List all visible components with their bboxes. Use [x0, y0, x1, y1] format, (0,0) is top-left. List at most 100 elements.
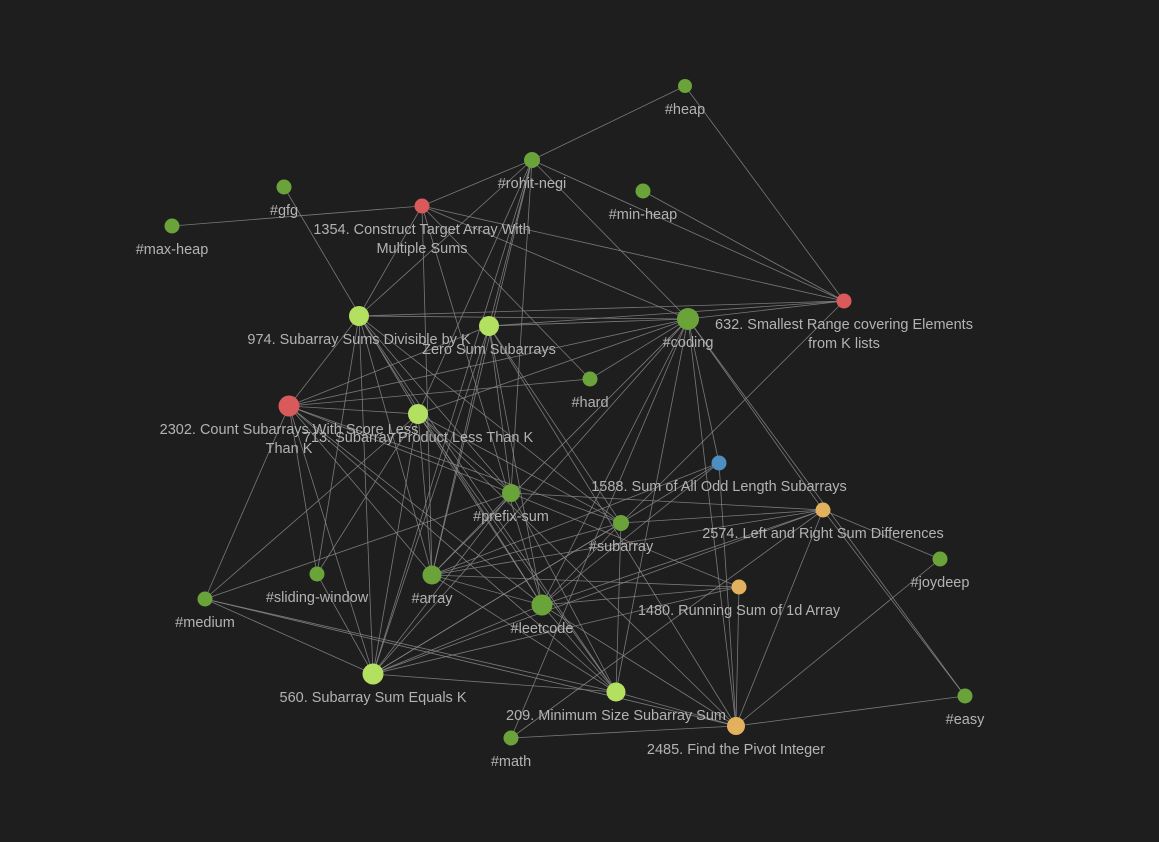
node-dot[interactable] [582, 371, 598, 387]
edge-p713-subarray [417, 413, 622, 524]
node-dot[interactable] [932, 551, 948, 567]
node-dot[interactable] [678, 79, 692, 93]
edge-medium-p2485 [204, 598, 737, 727]
node-label-line: Zero Sum Subarrays [422, 342, 556, 358]
graph-node-p713[interactable]: 713. Subarray Product Less Than K [303, 404, 534, 446]
graph-node-easy[interactable]: #easy [946, 688, 985, 729]
edge-leetcode-p2485 [541, 604, 737, 727]
graph-node-medium[interactable]: #medium [175, 591, 235, 632]
edge-p2302-leetcode [288, 405, 543, 606]
node-label: #gfg [270, 203, 298, 219]
graph-node-coding[interactable]: #coding [663, 308, 714, 351]
edge-p1588-p2485 [718, 462, 737, 727]
node-dot[interactable] [524, 152, 540, 168]
graph-node-p1480[interactable]: 1480. Running Sum of 1d Array [638, 579, 841, 620]
node-label: #joydeep [911, 575, 970, 591]
edge-medium-p209 [204, 598, 617, 693]
node-dot[interactable] [408, 404, 428, 424]
node-dot[interactable] [836, 293, 852, 309]
edge-p2574-leetcode [541, 509, 824, 606]
node-dot[interactable] [414, 198, 430, 214]
node-dot[interactable] [309, 566, 325, 582]
graph-node-maxheap[interactable]: #max-heap [136, 218, 209, 259]
edge-hard-p2302 [288, 378, 591, 407]
node-dot[interactable] [503, 730, 519, 746]
node-dot[interactable] [711, 455, 727, 471]
graph-node-sliding[interactable]: #sliding-window [266, 566, 369, 607]
graph-node-p1588[interactable]: 1588. Sum of All Odd Length Subarrays [591, 455, 847, 496]
graph-node-p974[interactable]: 974. Subarray Sums Divisible by K [247, 306, 471, 348]
edge-array-p209 [431, 574, 617, 693]
edge-p974-p560 [358, 315, 374, 675]
edge-subarray-array [431, 522, 622, 576]
node-label: #leetcode [511, 621, 574, 637]
graph-node-zero[interactable]: Zero Sum Subarrays [422, 316, 556, 358]
node-label-line: #medium [175, 615, 235, 631]
node-label-line: #rohit-negi [498, 176, 567, 192]
graph-node-p209[interactable]: 209. Minimum Size Subarray Sum [506, 682, 726, 725]
node-dot[interactable] [731, 579, 747, 595]
node-label: #heap [665, 102, 705, 118]
node-dot[interactable] [422, 565, 442, 585]
node-dot[interactable] [349, 306, 369, 326]
graph-node-minheap[interactable]: #min-heap [609, 183, 678, 224]
node-dot[interactable] [727, 717, 745, 735]
edge-p974-p2302 [288, 315, 360, 407]
node-label: 1588. Sum of All Odd Length Subarrays [591, 479, 847, 495]
node-label-line: #leetcode [511, 621, 574, 637]
node-dot[interactable] [613, 515, 629, 531]
node-dot[interactable] [606, 682, 626, 702]
node-dot[interactable] [531, 594, 553, 616]
edge-p1480-p2485 [735, 586, 740, 727]
node-label: 1480. Running Sum of 1d Array [638, 603, 841, 619]
node-label: #medium [175, 615, 235, 631]
node-dot[interactable] [278, 395, 300, 417]
edge-subarray-leetcode [541, 522, 622, 606]
edge-heap-p632 [684, 85, 845, 302]
node-dot[interactable] [502, 484, 520, 502]
edge-minheap-p632 [642, 190, 845, 302]
node-dot[interactable] [197, 591, 213, 607]
node-label-line: #easy [946, 712, 985, 728]
edge-rohit-p632 [531, 159, 845, 302]
node-label-line: 2302. Count Subarrays With Score Less [160, 422, 419, 438]
graph-node-p560[interactable]: 560. Subarray Sum Equals K [280, 663, 467, 707]
edge-p713-array [417, 413, 433, 576]
graph-node-prefix[interactable]: #prefix-sum [473, 484, 549, 525]
graph-node-p2485[interactable]: 2485. Find the Pivot Integer [647, 717, 825, 758]
edge-rohit-zero [488, 159, 533, 327]
node-dot[interactable] [164, 218, 180, 234]
node-label: 2574. Left and Right Sum Differences [702, 526, 944, 542]
graph-node-math[interactable]: #math [491, 730, 531, 771]
graph-node-array[interactable]: #array [411, 565, 453, 608]
node-dot[interactable] [815, 502, 831, 518]
edge-array-leetcode [431, 574, 543, 606]
edge-p209-p2485 [615, 691, 737, 727]
graph-node-heap[interactable]: #heap [665, 79, 705, 118]
graph-node-leetcode[interactable]: #leetcode [511, 594, 574, 638]
node-dot[interactable] [635, 183, 651, 199]
node-dot[interactable] [957, 688, 973, 704]
edge-coding-leetcode [541, 318, 689, 606]
node-label: #subarray [589, 539, 654, 555]
graph-node-gfg[interactable]: #gfg [270, 179, 298, 220]
edge-p2574-p2485 [735, 509, 824, 727]
graph-node-hard[interactable]: #hard [571, 371, 609, 412]
graph-node-joydeep[interactable]: #joydeep [911, 551, 970, 592]
node-dot[interactable] [479, 316, 499, 336]
node-dot[interactable] [362, 663, 384, 685]
edge-coding-p1588 [687, 318, 720, 464]
node-dot[interactable] [677, 308, 699, 330]
graph-node-p2574[interactable]: 2574. Left and Right Sum Differences [702, 502, 944, 543]
graph-node-rohit[interactable]: #rohit-negi [498, 152, 567, 192]
node-dot[interactable] [276, 179, 292, 195]
edge-prefix-p1480 [510, 492, 740, 588]
edge-p1354-coding [421, 205, 689, 320]
graph-node-subarray[interactable]: #subarray [589, 515, 654, 555]
edge-p2302-subarray [288, 405, 622, 524]
edge-zero-p560 [372, 325, 490, 675]
